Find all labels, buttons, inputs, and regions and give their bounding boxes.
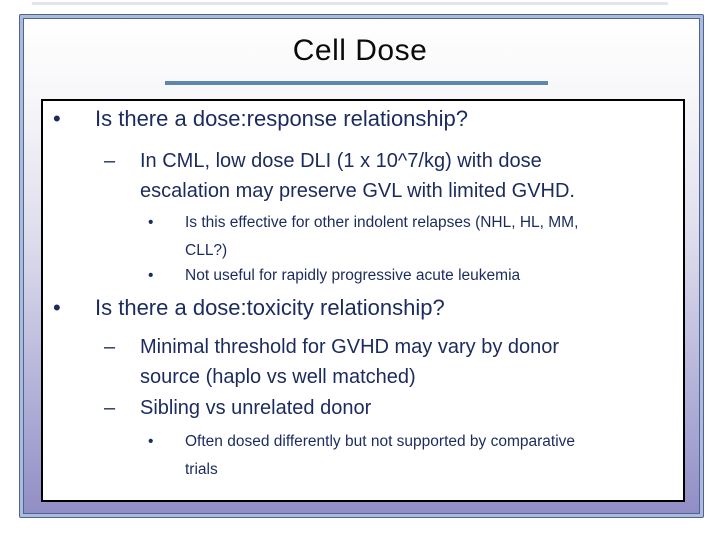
bullet-text: Is this effective for other indolent rel… bbox=[185, 214, 579, 259]
title-underline-divider bbox=[165, 81, 548, 85]
bullet-marker: • bbox=[148, 267, 154, 284]
bullet-marker: – bbox=[104, 150, 116, 172]
bullet-marker: • bbox=[148, 214, 154, 231]
bullet-text: Is there a dose:toxicity relationship? bbox=[95, 295, 445, 320]
slide-title: Cell Dose bbox=[292, 34, 428, 67]
bullet-text: Sibling vs unrelated donor bbox=[140, 397, 372, 419]
bullet-marker: • bbox=[148, 433, 154, 450]
bullet-text: Not useful for rapidly progressive acute… bbox=[185, 267, 521, 284]
bullet-marker: • bbox=[53, 106, 61, 131]
bullet-marker: – bbox=[104, 336, 116, 358]
content-box bbox=[41, 99, 685, 502]
bullet-text: Often dosed differently but not supporte… bbox=[185, 433, 576, 478]
decorative-top-strip bbox=[32, 2, 668, 5]
bullet-marker: – bbox=[104, 397, 116, 419]
bullet-text: In CML, low dose DLI (1 x 10^7/kg) with … bbox=[140, 150, 575, 202]
bullet-text: Is there a dose:response relationship? bbox=[95, 106, 469, 131]
bullet-marker: • bbox=[53, 295, 61, 320]
bullet-text: Minimal threshold for GVHD may vary by d… bbox=[140, 336, 560, 388]
